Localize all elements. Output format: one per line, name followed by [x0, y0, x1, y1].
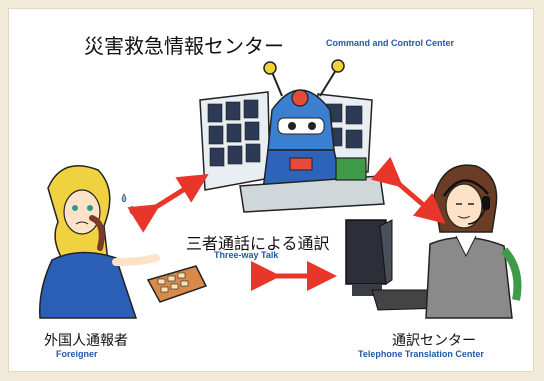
rotary-phone-icon [146, 265, 208, 303]
translation-label-jp: 通訳センター [392, 333, 476, 349]
foreigner-phone-icon [39, 165, 160, 319]
foreigner-label-en: Foreigner [56, 349, 98, 359]
connection-arrows [127, 156, 446, 291]
computer-monitor-icon [345, 219, 445, 311]
arrow-foreigner-center [127, 174, 209, 233]
translator-headset-icon [425, 164, 522, 319]
center-title-en: Command and Control Center [326, 38, 455, 48]
arrow-center-translator [370, 156, 446, 224]
translation-label-en: Telephone Translation Center [358, 349, 484, 359]
robot-operator-icon [199, 59, 385, 213]
three-way-label-jp: 三者通話による通訳 [186, 234, 330, 253]
foreigner-label-jp: 外国人通報者 [44, 333, 128, 349]
three-way-label-en: Three-way Talk [214, 250, 279, 260]
center-title-jp: 災害救急情報センター [84, 34, 284, 58]
